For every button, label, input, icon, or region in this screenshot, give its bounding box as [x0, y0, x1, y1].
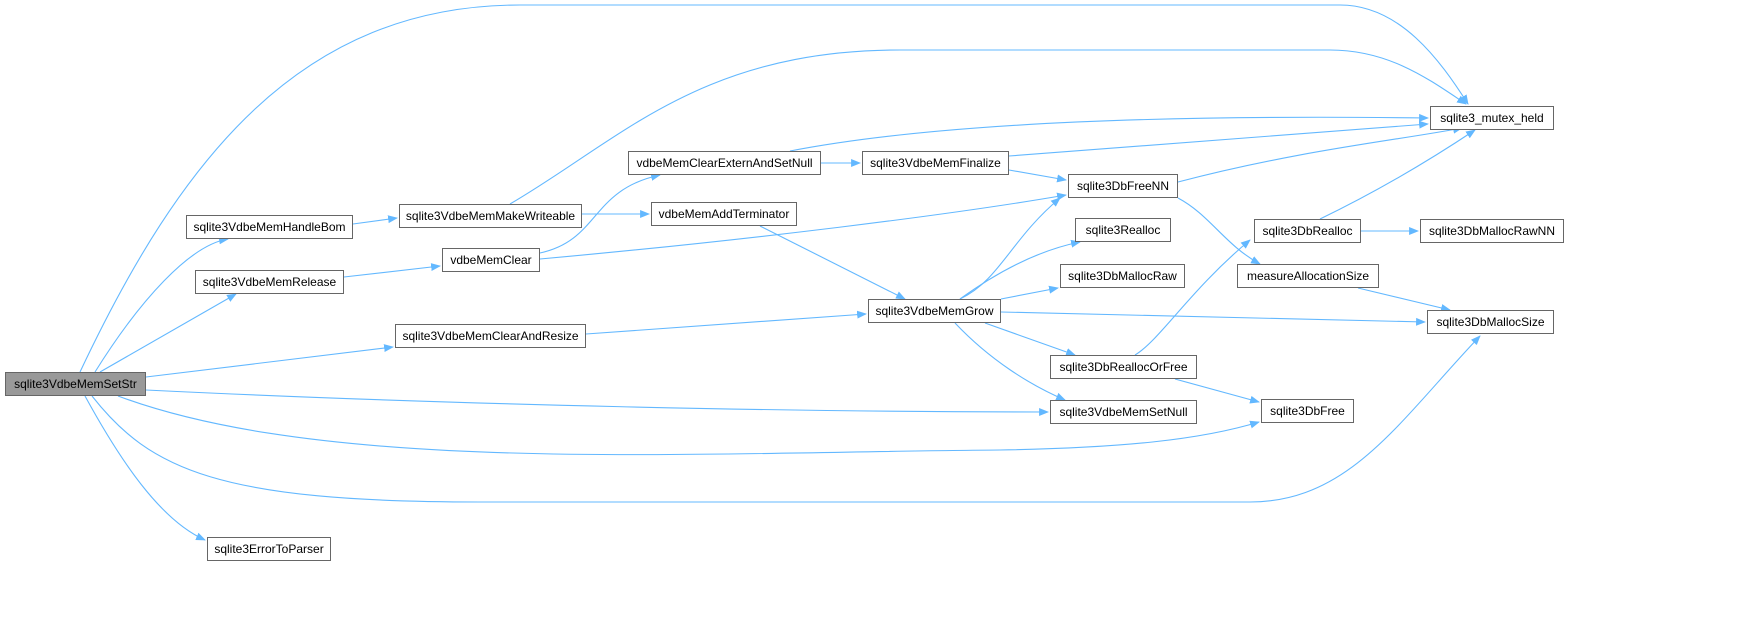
node-vdbeMemAddTerminator[interactable]: vdbeMemAddTerminator — [651, 202, 797, 226]
edge-root-to-memRelease — [99, 293, 237, 373]
node-sqlite3DbRealloc[interactable]: sqlite3DbRealloc — [1254, 219, 1361, 243]
node-sqlite3VdbeMemClearAndResize[interactable]: sqlite3VdbeMemClearAndResize — [395, 324, 586, 348]
node-sqlite3DbFree[interactable]: sqlite3DbFree — [1261, 399, 1354, 423]
edge-root-to-clearResize — [145, 344, 394, 378]
node-vdbeMemClear[interactable]: vdbeMemClear — [442, 248, 540, 272]
edge-memRelease-to-memClear — [343, 263, 441, 278]
edge-memFinalize-to-dbFreeNN — [1008, 169, 1067, 183]
edge-reallocOrFree-to-dbFree — [1174, 378, 1260, 404]
node-sqlite3DbFreeNN[interactable]: sqlite3DbFreeNN — [1068, 174, 1178, 198]
edge-root-to-setNull — [145, 389, 1049, 416]
edge-memGrow-to-realloc — [959, 239, 1081, 300]
edge-root-to-handleBom — [94, 236, 229, 373]
edge-root-to-mutexHeld — [79, 4, 1469, 373]
node-measureAllocationSize[interactable]: measureAllocationSize — [1237, 264, 1379, 288]
node-sqlite3VdbeMemRelease[interactable]: sqlite3VdbeMemRelease — [195, 270, 344, 294]
node-sqlite3DbReallocOrFree[interactable]: sqlite3DbReallocOrFree — [1050, 355, 1197, 379]
edge-memGrow-to-dbFreeNN — [959, 197, 1061, 300]
node-sqlite3DbMallocRaw[interactable]: sqlite3DbMallocRaw — [1060, 264, 1185, 288]
edge-makeWriteable-to-mutexHeld — [509, 49, 1467, 205]
node-sqlite3VdbeMemMakeWriteable[interactable]: sqlite3VdbeMemMakeWriteable — [399, 204, 582, 228]
edge-memFinalize-to-mutexHeld — [1008, 120, 1429, 157]
edge-clearResize-to-memGrow — [585, 310, 867, 335]
node-sqlite3-mutex-held[interactable]: sqlite3_mutex_held — [1430, 106, 1554, 130]
edge-clearExtern-to-mutexHeld — [789, 113, 1429, 152]
edge-memGrow-to-reallocOrFree — [984, 322, 1076, 356]
node-sqlite3VdbeMemSetStr: sqlite3VdbeMemSetStr — [5, 372, 146, 396]
edge-memGrow-to-setNull — [954, 322, 1066, 401]
edge-handleBom-to-makeWriteable — [352, 215, 398, 225]
edge-memGrow-to-mallocRaw — [1000, 285, 1059, 300]
node-sqlite3VdbeMemHandleBom[interactable]: sqlite3VdbeMemHandleBom — [186, 215, 353, 239]
node-sqlite3Realloc[interactable]: sqlite3Realloc — [1075, 218, 1171, 242]
node-sqlite3ErrorToParser[interactable]: sqlite3ErrorToParser — [207, 537, 331, 561]
edge-addTerminator-to-memGrow — [759, 225, 906, 300]
node-sqlite3VdbeMemFinalize[interactable]: sqlite3VdbeMemFinalize — [862, 151, 1009, 175]
edge-memGrow-to-mallocSize — [1000, 311, 1426, 326]
node-sqlite3DbMallocSize[interactable]: sqlite3DbMallocSize — [1427, 310, 1554, 334]
edge-reallocOrFree-to-dbRealloc — [1134, 239, 1251, 356]
node-sqlite3VdbeMemGrow[interactable]: sqlite3VdbeMemGrow — [868, 299, 1001, 323]
edge-root-to-errorToParser — [84, 395, 206, 541]
edge-root-to-mallocSize — [91, 335, 1481, 503]
edge-memClear-to-dbFreeNN — [539, 192, 1067, 260]
edge-dbFreeNN-to-mutexHeld — [1177, 125, 1463, 183]
node-sqlite3DbMallocRawNN[interactable]: sqlite3DbMallocRawNN — [1420, 219, 1564, 243]
node-vdbeMemClearExternAndSetNull[interactable]: vdbeMemClearExternAndSetNull — [628, 151, 821, 175]
edge-dbRealloc-to-mutexHeld — [1319, 129, 1476, 220]
edge-dbFreeNN-to-measureAlloc — [1177, 197, 1261, 265]
node-sqlite3VdbeMemSetNull[interactable]: sqlite3VdbeMemSetNull — [1050, 400, 1197, 424]
edge-memClear-to-clearExtern — [539, 173, 661, 254]
edge-measureAlloc-to-mallocSize — [1357, 287, 1451, 312]
edge-root-to-dbFree — [117, 395, 1260, 456]
